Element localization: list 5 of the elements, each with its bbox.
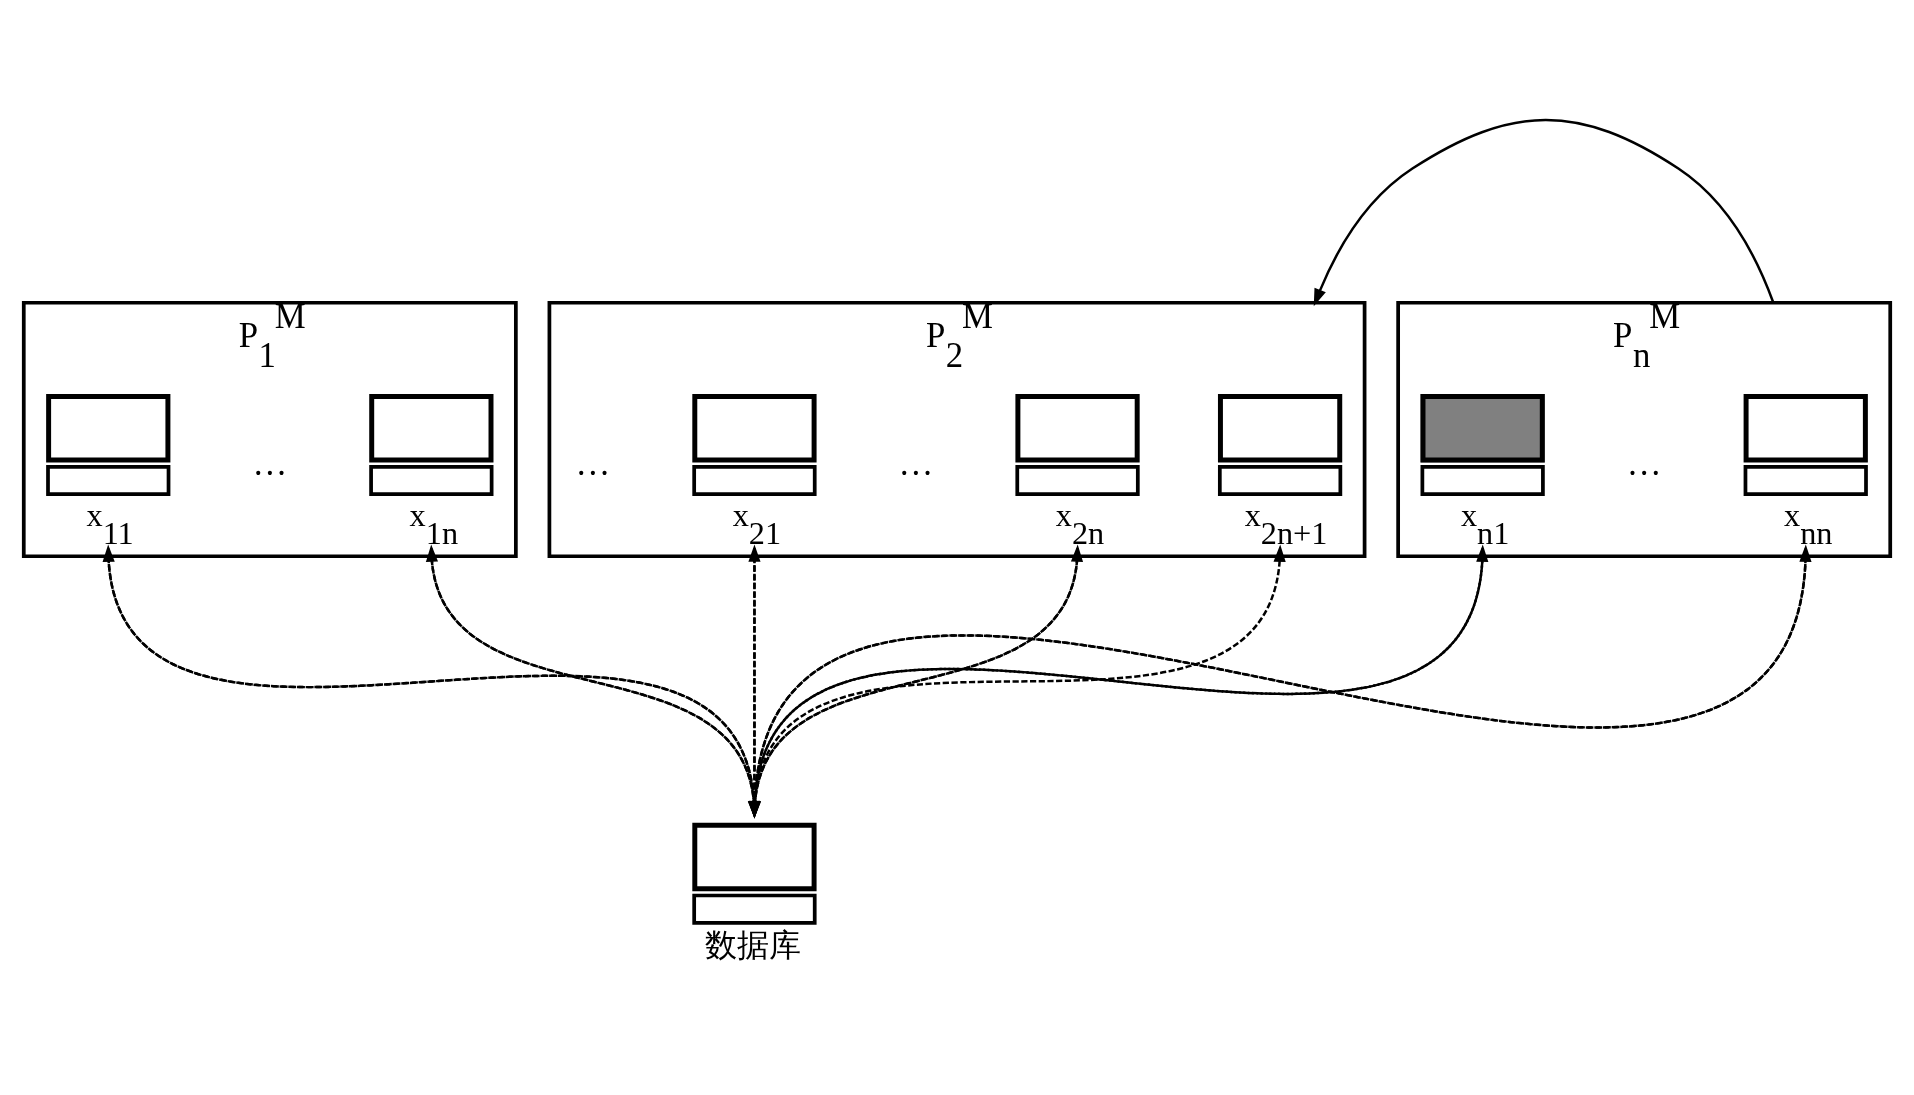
label: … <box>252 443 288 483</box>
label: … <box>898 443 934 483</box>
label: … <box>575 443 611 483</box>
node-label: 数据库 <box>705 926 802 963</box>
label: … <box>1626 443 1662 483</box>
